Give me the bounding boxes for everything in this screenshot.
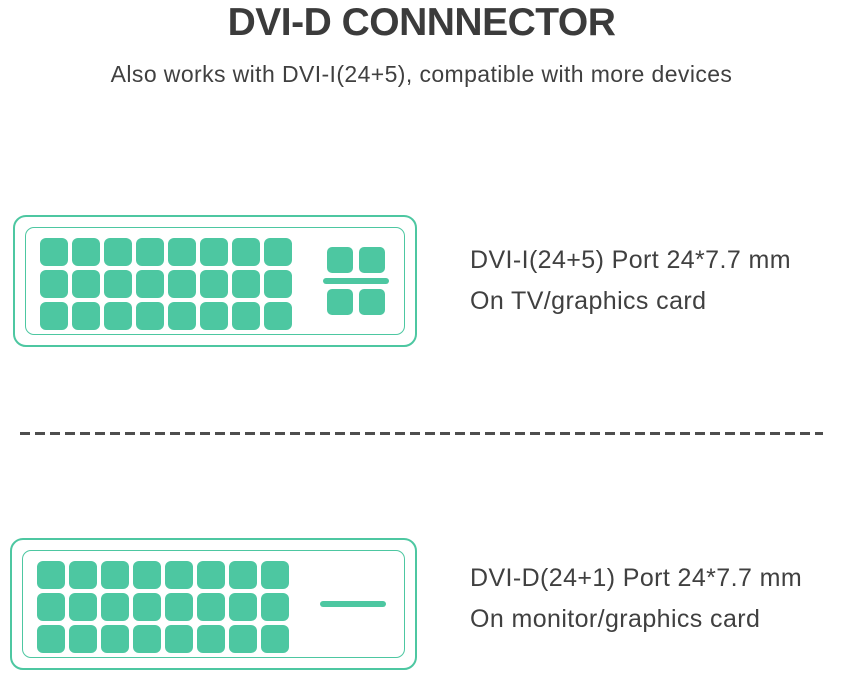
connector-pin: [101, 625, 129, 653]
connector-pin: [72, 270, 100, 298]
connector-pin: [168, 270, 196, 298]
analog-pin: [327, 289, 353, 315]
dvi-i-label-block: DVI-I(24+5) Port 24*7.7 mm On TV/graphic…: [470, 240, 791, 322]
dvi-d-connector-diagram: [10, 538, 417, 670]
connector-pin: [197, 625, 225, 653]
ground-blade: [323, 278, 389, 284]
dvi-d-port-spec-label: DVI-D(24+1) Port 24*7.7 mm: [470, 564, 803, 592]
dvi-i-connector-diagram: [13, 215, 417, 347]
connector-pin: [264, 270, 292, 298]
dvi-i-pin-grid: [40, 238, 292, 330]
connector-pin: [40, 238, 68, 266]
connector-pin: [261, 625, 289, 653]
connector-pin: [232, 238, 260, 266]
dvi-i-port-spec-label: DVI-I(24+5) Port 24*7.7 mm: [470, 246, 791, 274]
connector-pin: [229, 593, 257, 621]
dvi-i-analog-block: [323, 247, 389, 315]
dvi-i-connector-face: [25, 227, 405, 335]
connector-pin: [136, 270, 164, 298]
connector-pin: [133, 593, 161, 621]
dvi-i-usage-label: On TV/graphics card: [470, 287, 707, 315]
connector-pin: [37, 625, 65, 653]
dvi-d-blade-block: [320, 570, 386, 638]
connector-pin: [261, 561, 289, 589]
connector-pin: [261, 593, 289, 621]
connector-pin: [168, 238, 196, 266]
connector-pin: [104, 270, 132, 298]
connector-pin: [72, 238, 100, 266]
connector-pin: [232, 302, 260, 330]
connector-pin: [200, 270, 228, 298]
analog-pin: [359, 289, 385, 315]
connector-pin: [200, 238, 228, 266]
connector-pin: [200, 302, 228, 330]
connector-pin: [133, 625, 161, 653]
analog-pin: [359, 247, 385, 273]
connector-pin: [168, 302, 196, 330]
analog-pin: [327, 247, 353, 273]
dvi-d-usage-label: On monitor/graphics card: [470, 605, 761, 633]
connector-pin: [69, 625, 97, 653]
connector-pin: [40, 270, 68, 298]
connector-pin: [136, 238, 164, 266]
connector-pin: [165, 561, 193, 589]
connector-pin: [69, 593, 97, 621]
connector-pin: [40, 302, 68, 330]
connector-pin: [101, 593, 129, 621]
connector-pin: [133, 561, 161, 589]
dvi-d-pin-grid: [37, 561, 289, 653]
connector-pin: [197, 561, 225, 589]
page-subtitle: Also works with DVI-I(24+5), compatible …: [110, 61, 733, 87]
dvi-d-label-block: DVI-D(24+1) Port 24*7.7 mm On monitor/gr…: [470, 558, 802, 640]
connector-pin: [104, 238, 132, 266]
connector-pin: [37, 561, 65, 589]
connector-pin: [232, 270, 260, 298]
page-title: DVI-D CONNNECTOR: [227, 1, 616, 44]
connector-pin: [37, 593, 65, 621]
ground-blade: [320, 601, 386, 607]
connector-pin: [136, 302, 164, 330]
connector-pin: [229, 561, 257, 589]
connector-pin: [229, 625, 257, 653]
dashed-divider: [20, 432, 823, 435]
connector-pin: [197, 593, 225, 621]
connector-pin: [69, 561, 97, 589]
connector-pin: [264, 302, 292, 330]
connector-pin: [72, 302, 100, 330]
dvi-d-connector-face: [22, 550, 405, 658]
connector-pin: [165, 593, 193, 621]
connector-pin: [101, 561, 129, 589]
connector-pin: [165, 625, 193, 653]
connector-pin: [264, 238, 292, 266]
connector-pin: [104, 302, 132, 330]
